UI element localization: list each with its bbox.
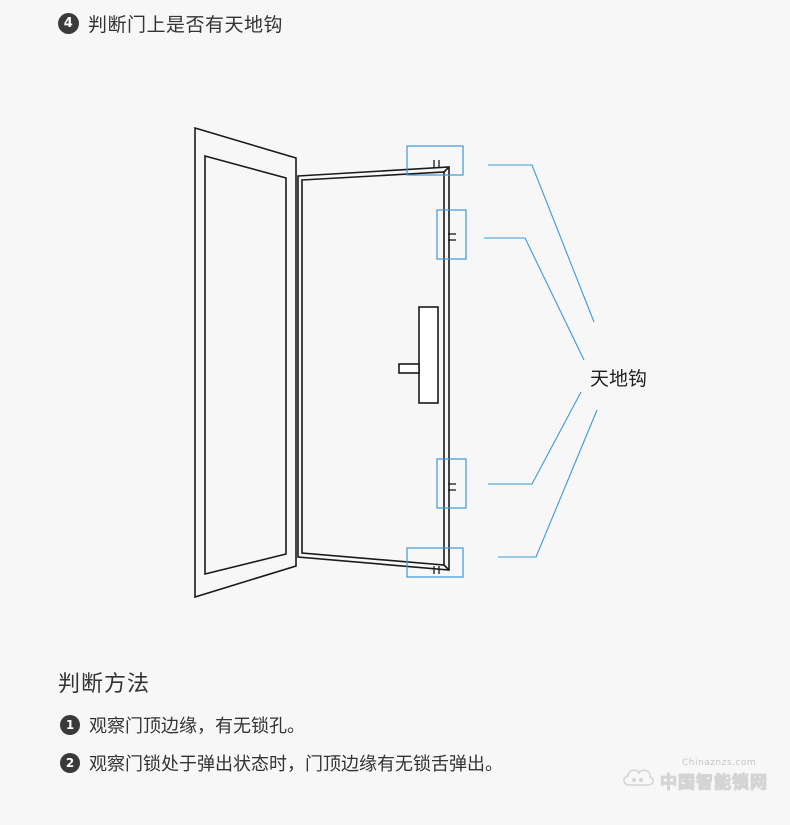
door-frame <box>194 126 297 599</box>
frame-outer <box>194 126 297 599</box>
method-title: 判断方法 <box>58 672 151 697</box>
step-number-badge: 4 <box>58 13 79 34</box>
step-heading-text: 判断门上是否有天地钩 <box>88 14 284 36</box>
callout-lines <box>484 164 598 558</box>
watermark-name: 中国智能锁网 <box>660 773 768 794</box>
callout-box-upper <box>436 209 467 260</box>
callout-line-lower <box>488 391 582 485</box>
door-diagram <box>194 126 598 599</box>
handle-lever <box>398 363 420 374</box>
diagram-label-hooks: 天地钩 <box>590 368 648 390</box>
watermark-text-group: Chinaznzs.com 中国智能锁网 <box>660 758 768 794</box>
bolt-marks <box>433 160 456 574</box>
leaf-edge <box>443 166 450 173</box>
callout-boxes <box>406 145 467 578</box>
method-item-text: 观察门顶边缘，有无锁孔。 <box>89 716 305 737</box>
callout-line-bottom <box>498 409 598 558</box>
door-leaf <box>297 166 450 571</box>
cloud-logo-icon <box>623 768 654 786</box>
site-watermark: Chinaznzs.com 中国智能锁网 <box>620 758 768 794</box>
leaf-edge-bottom <box>443 564 450 571</box>
method-item: 1 观察门顶边缘，有无锁孔。 <box>60 712 503 738</box>
callout-box-lower <box>436 458 467 509</box>
method-number-badge: 2 <box>60 753 80 773</box>
method-item-text: 观察门锁处于弹出状态时，门顶边缘有无锁舌弹出。 <box>89 754 503 775</box>
method-list: 1 观察门顶边缘，有无锁孔。 2 观察门锁处于弹出状态时，门顶边缘有无锁舌弹出。 <box>60 712 503 788</box>
method-item: 2 观察门锁处于弹出状态时，门顶边缘有无锁舌弹出。 <box>60 750 503 776</box>
watermark-domain: Chinaznzs.com <box>682 758 757 768</box>
callout-box-top <box>406 145 464 176</box>
method-number-badge: 1 <box>60 715 80 735</box>
frame-inner <box>204 154 287 576</box>
lock-plate <box>418 306 439 404</box>
door-handle <box>398 306 439 404</box>
callout-line-upper <box>484 237 585 361</box>
step-heading: 4 判断门上是否有天地钩 <box>58 10 283 37</box>
callout-box-bottom <box>406 547 464 578</box>
callout-line-top <box>488 164 595 323</box>
